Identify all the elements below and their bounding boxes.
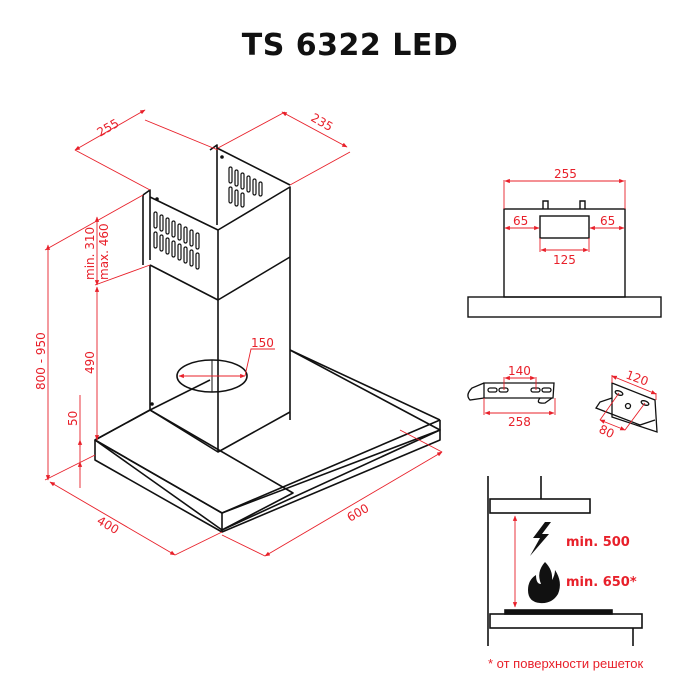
bracket-long-dimensions [483,375,556,416]
chimney-depth-label: 235 [309,110,336,134]
main-dimension-labels: 255 235 min. 310 max. 460 490 800 - 950 … [34,110,371,537]
front-view-dimensions [503,178,626,253]
install-height-diagram [487,476,643,646]
outlet-width-label: 125 [553,253,576,267]
bracket-long-spacing-label: 140 [508,364,531,378]
front-left-offset-label: 65 [513,214,528,228]
bracket-short-spacing-label: 80 [597,422,617,441]
front-right-offset-label: 65 [600,214,615,228]
gas-min-label: min. 650* [566,575,637,590]
chimney-top-min-label: min. 310 [83,227,97,280]
outlet-diameter-label: 150 [251,336,274,350]
bracket-short-width-label: 120 [624,368,650,389]
flame-icon [528,562,560,604]
main-dimension-lines [44,109,443,557]
front-view [467,200,662,318]
total-height-label: 800 - 950 [34,332,48,390]
footnote: * от поверхности решеток [488,656,644,671]
electric-min-label: min. 500 [566,535,630,550]
bracket-short-dimensions [599,375,657,431]
chimney-lower-label: 490 [83,351,97,374]
lightning-icon [530,522,551,556]
chimney-top-max-label: max. 460 [97,223,111,280]
front-width-label: 255 [554,167,577,181]
chimney-width-label: 255 [95,116,122,140]
hood-width-label: 600 [345,501,372,525]
bracket-long [467,382,555,404]
canopy-height-label: 50 [66,411,80,426]
front-view-labels: 255 65 65 125 [513,167,615,267]
bracket-long-length-label: 258 [508,415,531,429]
page-title: TS 6322 LED [241,28,459,63]
hood-depth-label: 400 [95,513,122,537]
